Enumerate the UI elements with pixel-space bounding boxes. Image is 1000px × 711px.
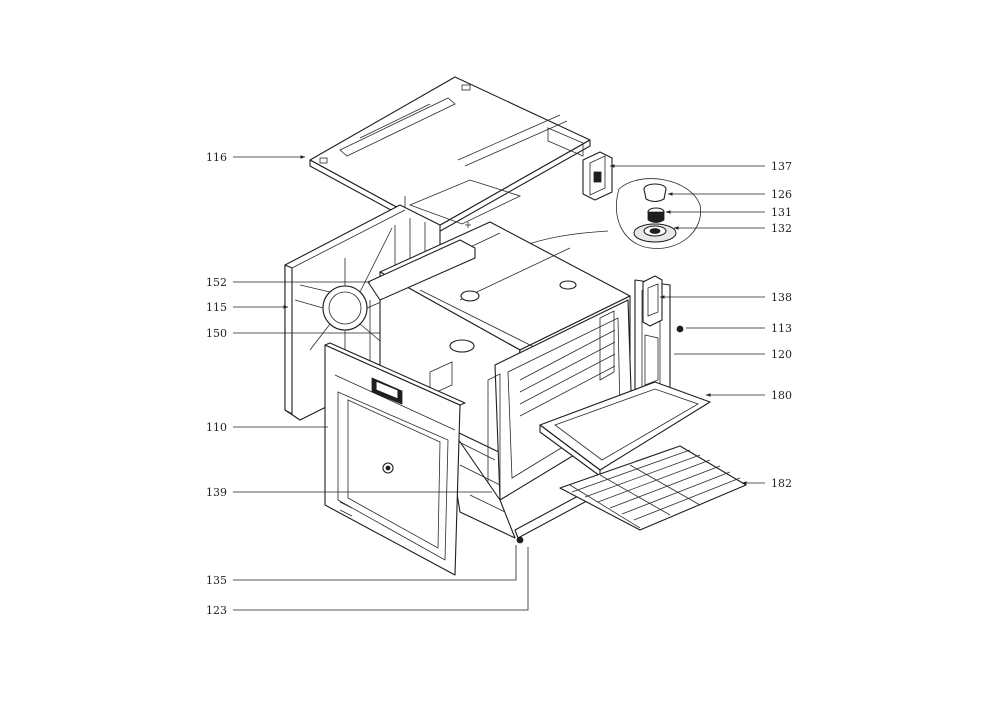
- front-door-panel: [324, 342, 466, 576]
- label-131: 131: [771, 206, 792, 219]
- label-132: 132: [771, 222, 792, 235]
- label-115: 115: [206, 301, 227, 314]
- label-120: 120: [771, 348, 792, 361]
- label-180: 180: [771, 389, 792, 402]
- leader-lines: [233, 155, 765, 611]
- label-138: 138: [771, 291, 792, 304]
- label-116: 116: [206, 151, 227, 164]
- part-labels: 116 137 126 131 132 152 115 150 138 113 …: [206, 151, 792, 617]
- label-137: 137: [771, 160, 792, 173]
- label-182: 182: [771, 477, 792, 490]
- screw-plug: [676, 325, 684, 333]
- wire-rack: [559, 445, 747, 531]
- label-113: 113: [771, 322, 792, 335]
- label-135: 135: [206, 574, 227, 587]
- label-139: 139: [206, 486, 227, 499]
- label-123: 123: [206, 604, 227, 617]
- label-152: 152: [206, 276, 227, 289]
- label-150: 150: [206, 327, 227, 340]
- top-cover-panel: [309, 76, 591, 235]
- label-110: 110: [206, 421, 227, 434]
- label-126: 126: [771, 188, 792, 201]
- right-hinge-bracket: [642, 275, 663, 327]
- oven-lamp-assembly: [477, 178, 702, 287]
- hinge-bracket: [582, 151, 613, 201]
